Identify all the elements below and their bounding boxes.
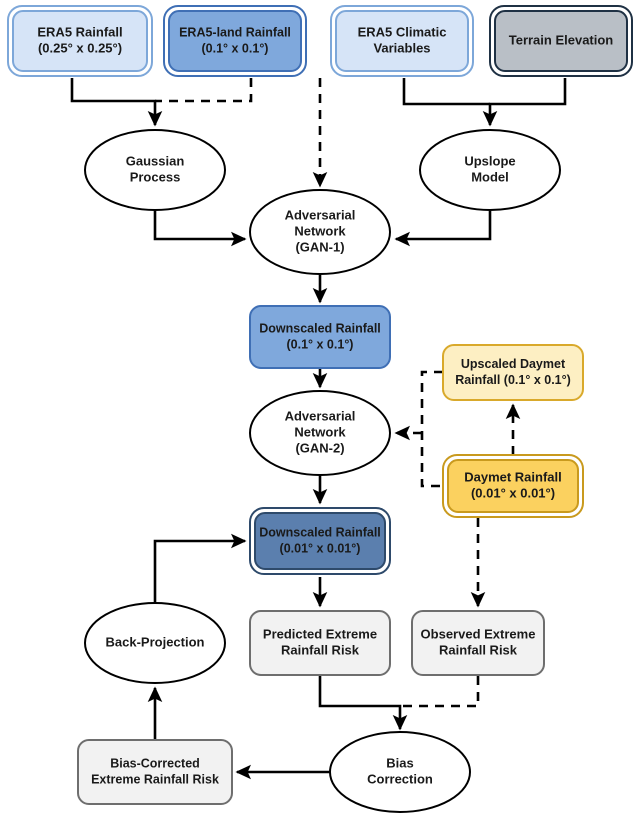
node-shape-inner-rect bbox=[168, 10, 302, 72]
node-back-projection[interactable]: Back-Projection bbox=[84, 602, 226, 684]
node-label-line: Terrain Elevation bbox=[509, 32, 614, 47]
node-shape-rect bbox=[442, 344, 584, 401]
node-era5-land-rainfall[interactable]: ERA5-land Rainfall (0.1° x 0.1°) bbox=[163, 5, 307, 77]
node-label-line: Bias bbox=[386, 755, 413, 770]
node-label-line: (0.1° x 0.1°) bbox=[202, 41, 269, 55]
edge-observed-to-bias bbox=[400, 676, 480, 708]
node-label-line: Back-Projection bbox=[106, 634, 205, 649]
node-shape-inner-rect bbox=[494, 10, 628, 72]
node-label-line: (0.01° x 0.01°) bbox=[280, 541, 361, 555]
node-shape-ellipse bbox=[249, 189, 391, 275]
node-era5-rainfall[interactable]: ERA5 Rainfall(0.25° x 0.25°) bbox=[7, 5, 153, 77]
node-label-line: Adversarial bbox=[285, 207, 356, 222]
node-shape-rect bbox=[249, 610, 391, 676]
edge-layer bbox=[70, 78, 567, 780]
edge-gaussian-to-gan1 bbox=[153, 211, 247, 247]
node-shape-rect bbox=[77, 739, 233, 805]
node-daymet-rainfall[interactable]: Daymet Rainfall(0.01° x 0.01°) bbox=[442, 454, 584, 518]
edge-era5-to-gaussian bbox=[70, 78, 163, 127]
node-label-line: Observed Extreme bbox=[421, 626, 536, 641]
node-label-line: Network bbox=[294, 223, 346, 238]
node-label-line: (0.01° x 0.01°) bbox=[471, 485, 555, 500]
node-label-line: Rainfall Risk bbox=[439, 642, 518, 657]
edge-upslope-to-gan1 bbox=[394, 211, 492, 247]
node-label-line: Variables bbox=[373, 40, 430, 55]
node-layer: ERA5 Rainfall(0.25° x 0.25°)ERA5-land Ra… bbox=[7, 5, 633, 813]
node-label-line: ERA5-land Rainfall bbox=[179, 25, 291, 39]
node-shape-rect bbox=[249, 305, 391, 369]
node-label-line: (0.1° x 0.1°) bbox=[287, 337, 354, 351]
node-label-line: Model bbox=[471, 169, 509, 184]
node-shape-inner-rect bbox=[12, 10, 148, 72]
node-label-line: Upscaled Daymet bbox=[461, 357, 566, 371]
edge-era5land-to-gaussian-join bbox=[155, 78, 253, 103]
node-label-line: Bias-Corrected bbox=[110, 756, 200, 770]
node-label-line: Process bbox=[130, 169, 181, 184]
edge-predicted-to-bias bbox=[318, 676, 408, 731]
node-shape-ellipse bbox=[419, 129, 561, 211]
edge-terrain-to-upslope bbox=[482, 78, 567, 127]
edge-climatic-to-upslope bbox=[402, 78, 490, 106]
node-label-line: Network bbox=[294, 424, 346, 439]
node-terrain-elevation[interactable]: Terrain Elevation bbox=[489, 5, 633, 77]
node-label-line: Daymet Rainfall bbox=[464, 469, 562, 484]
node-downscaled-001[interactable]: Downscaled Rainfall (0.01° x 0.01°) bbox=[249, 507, 391, 575]
node-label-line: Rainfall (0.1° x 0.1°) bbox=[455, 373, 571, 387]
node-label-line: Upslope bbox=[464, 153, 515, 168]
node-shape-ellipse bbox=[84, 602, 226, 684]
node-shape-inner-rect bbox=[254, 512, 386, 570]
node-label-line: Downscaled Rainfall bbox=[259, 321, 381, 335]
node-label-line: Gaussian bbox=[126, 153, 185, 168]
node-label-line: (0.25° x 0.25°) bbox=[38, 40, 122, 55]
node-label-line: ERA5 Climatic bbox=[358, 24, 447, 39]
node-label-line: (GAN-2) bbox=[295, 440, 344, 455]
node-label-line: Predicted Extreme bbox=[263, 626, 377, 641]
node-label-line: Downscaled Rainfall bbox=[259, 525, 381, 539]
node-label-line: Extreme Rainfall Risk bbox=[91, 772, 219, 786]
node-shape-ellipse bbox=[249, 390, 391, 476]
node-shape-rect bbox=[411, 610, 545, 676]
node-label-line: Adversarial bbox=[285, 408, 356, 423]
edge-backprojection-to-downscaled001 bbox=[153, 533, 247, 602]
node-label-line: ERA5 Rainfall bbox=[37, 24, 122, 39]
node-label-line: Correction bbox=[367, 771, 433, 786]
node-shape-inner-rect bbox=[447, 459, 579, 513]
node-shape-ellipse bbox=[84, 129, 226, 211]
edge-daymet-bus-to-gan2 bbox=[396, 370, 443, 488]
node-label-line: Rainfall Risk bbox=[281, 642, 360, 657]
node-shape-ellipse bbox=[329, 731, 471, 813]
node-label-line: (GAN-1) bbox=[295, 239, 344, 254]
node-shape-inner-rect bbox=[335, 10, 469, 72]
node-downscaled-01[interactable]: Downscaled Rainfall (0.1° x 0.1°) bbox=[249, 305, 391, 369]
